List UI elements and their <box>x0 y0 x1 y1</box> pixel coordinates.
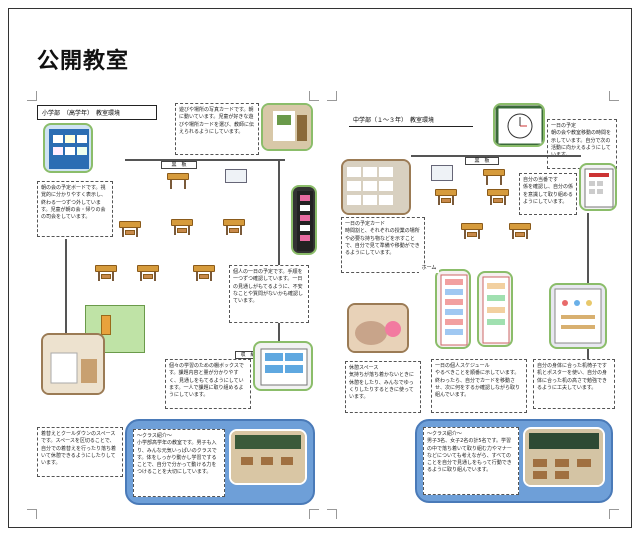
label-home: ホーム <box>419 265 439 273</box>
daily-schedule-photo <box>291 185 317 255</box>
shelf-box-image <box>260 348 308 386</box>
note-poster: 自分の身体に合った机椅子です 机とポスターを使い、自分の身体に合った机の高さで勉… <box>533 359 615 409</box>
top-wall <box>125 159 285 161</box>
note-calendar: 自分の当番です 係を確認し、自分の係を意識して取り組めるようにしています。 <box>519 173 577 215</box>
right-page: 中学部（１～３年） 教室環境 一日の予定 朝の会や教室移動の時間を示しています。… <box>325 89 621 521</box>
right-wall <box>278 159 280 359</box>
note-shelf-box: 個々の学習のための棚ボックスです。課題内容と量が分かりやすく、見通しをもてるよう… <box>165 359 251 409</box>
calendar-image <box>584 168 614 208</box>
student-desk <box>193 265 215 281</box>
shelf-box-photo <box>253 341 313 391</box>
schedule-board-photo <box>43 123 93 173</box>
student-desk <box>435 189 457 205</box>
teacher-desk <box>483 169 505 185</box>
cooldown-image <box>43 335 103 393</box>
crop-mark <box>27 91 37 101</box>
day-card-photo <box>341 159 411 215</box>
crop-mark <box>27 509 37 519</box>
cooldown-photo <box>41 333 105 395</box>
right-header: 中学部（１～３年） 教室環境 <box>349 113 473 127</box>
note-schedule-board: 朝の会の予定ボードです。視覚的に分かりやすく表示し、終わる一つずつ外しています。… <box>37 181 113 237</box>
student-desk <box>171 219 193 235</box>
whiteboard-right <box>431 165 453 181</box>
page-title: 公開教室 <box>37 49 130 74</box>
document-frame: 公開教室 小学部 （高学年） 教室環境 朝の会の予定ボードです。視覚的に分かりや… <box>8 8 632 528</box>
class-intro-text-right: ～クラス紹介～ 男子3名、女子2名の計5名です。学習の中で落ち着いて取り組む力や… <box>423 427 519 495</box>
note-rest-space: 休憩スペース 気持ちが落ち着かないときに休憩をしたり、みんなでゆっくりしたりする… <box>345 361 421 413</box>
clock-photo <box>493 103 545 147</box>
rest-space-photo <box>347 303 409 353</box>
photo-cards-photo <box>261 103 313 151</box>
personal-schedule-photo <box>435 269 471 349</box>
crop-mark <box>609 509 619 519</box>
student-desk <box>487 189 509 205</box>
class-intro-text: ～クラス紹介～ 小学部高学年の教室です。男子も入り、みんな元気いっぱいのクラスで… <box>133 429 225 497</box>
personal-schedule-image-2 <box>482 276 510 344</box>
teacher-desk <box>167 173 189 189</box>
schedule-board-image <box>49 129 89 169</box>
student-desk <box>461 223 483 239</box>
note-photo-cards: 遊びや場所の写真カードです。朝に動いています。児童が好きな遊びや場所カードを選び… <box>175 103 259 155</box>
student-desk <box>95 265 117 281</box>
crop-mark <box>309 509 319 519</box>
poster-image <box>554 288 602 344</box>
class-photo <box>229 429 307 485</box>
poster-photo <box>549 283 607 349</box>
student-desk <box>223 219 245 235</box>
note-cooldown: 着替えとクールダウンのスペースです。スペースを区切ることで、自分での着替えを行っ… <box>37 427 123 477</box>
crop-mark <box>327 509 337 519</box>
student-desk <box>137 265 159 281</box>
note-clock: 一日の予定 朝の会や教室移動の時間を示しています。自分で次の活動に向かえるように… <box>547 119 617 169</box>
note-daily-schedule: 個人の一日の予定です。手順を一つずつ確認しています。一日の見通しがもてるように、… <box>229 265 309 323</box>
personal-schedule-photo-2 <box>477 271 513 347</box>
crop-mark <box>309 91 319 101</box>
whiteboard <box>225 169 247 183</box>
left-page: 小学部 （高学年） 教室環境 朝の会の予定ボードです。視覚的に分かりやすく表示し… <box>25 89 321 521</box>
clock-image <box>495 105 543 145</box>
top-wall <box>411 155 581 157</box>
photo-cards-image <box>263 105 311 149</box>
note-day-card: 一日の予定カード 時間割と、それぞれの授業の場所や必要な持ち物などを示すことで、… <box>341 217 425 273</box>
board-label: 黒 板 <box>161 161 197 169</box>
daily-schedule-image <box>297 191 313 251</box>
crop-mark <box>609 91 619 101</box>
student-desk <box>509 223 531 239</box>
rest-space-image <box>349 305 407 351</box>
personal-schedule-image <box>440 274 468 346</box>
left-header: 小学部 （高学年） 教室環境 <box>37 105 157 120</box>
board-label-right: 黒 板 <box>465 157 499 165</box>
calendar-photo <box>579 163 617 211</box>
day-card-image <box>343 161 409 213</box>
student-desk <box>119 221 141 237</box>
class-image <box>231 431 305 483</box>
cooldown-door <box>101 315 111 335</box>
class-photo-right <box>523 427 605 487</box>
crop-mark <box>327 91 337 101</box>
class-image-right <box>525 429 603 485</box>
note-personal-schedule: 一日の個人スケジュール やるべきことを順番に示しています。終わったら、自分でカー… <box>431 359 527 413</box>
